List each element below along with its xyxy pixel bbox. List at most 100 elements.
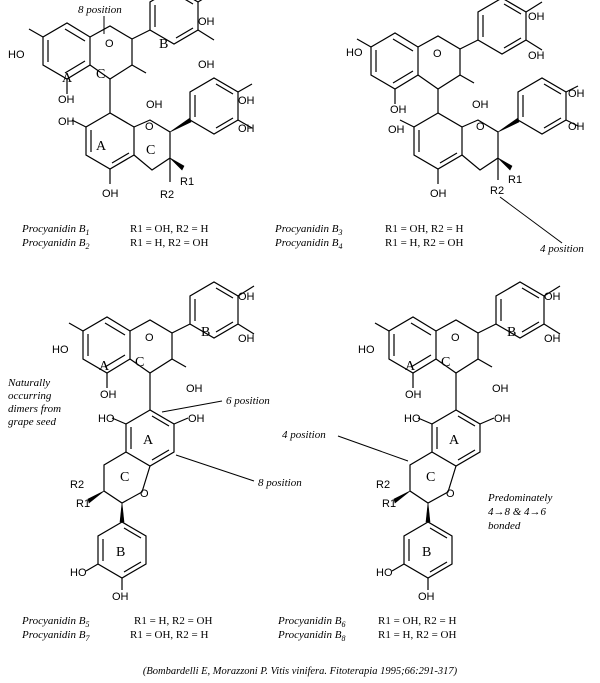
atom-ho: HO [404, 413, 421, 425]
atom-o: O [476, 121, 485, 133]
atom-oh: OH [58, 94, 75, 106]
svg-text:Procyanidin B3: Procyanidin B3 [274, 223, 342, 237]
annotation-4-position-bottom: 4 position [282, 429, 326, 441]
atom-r1: R1 [76, 498, 90, 510]
annotation-predominately-0: Predominately [487, 492, 552, 504]
citation: (Bombardelli E, Morazzoni P. Vitis vinif… [143, 666, 458, 677]
caption-b5-r: R1 = H, R2 = OH [134, 615, 212, 627]
ring-label-a: A [143, 433, 154, 448]
caption-b3-b4: Procyanidin B3 R1 = OH, R2 = H Procyanid… [274, 223, 463, 251]
annotation-naturally-0: Naturally [7, 377, 50, 389]
atom-o: O [145, 332, 154, 344]
ring-label-c: C [135, 355, 144, 370]
atom-o: O [140, 488, 149, 500]
annotation-naturally-1: occurring [8, 390, 52, 402]
annotation-4-position: 4 position [540, 243, 584, 255]
caption-b3-r: R1 = OH, R2 = H [385, 223, 463, 235]
atom-ho: HO [70, 567, 87, 579]
atom-ho: HO [346, 47, 363, 59]
svg-text:Procyanidin B1: Procyanidin B1 [21, 223, 89, 237]
atom-oh: OH [494, 413, 511, 425]
atom-r2: R2 [160, 189, 174, 201]
caption-b1-r: R1 = OH, R2 = H [130, 223, 208, 235]
caption-b6-r: R1 = OH, R2 = H [378, 615, 456, 627]
svg-text:Procyanidin B4: Procyanidin B4 [274, 237, 342, 251]
ring-label-b: B [507, 325, 516, 340]
svg-text:Procyanidin B8: Procyanidin B8 [277, 629, 345, 643]
annotation-naturally-3: grape seed [8, 416, 56, 428]
caption-b8-r: R1 = H, R2 = OH [378, 629, 456, 641]
caption-b5-b7: Procyanidin B5 R1 = H, R2 = OH Procyanid… [21, 615, 212, 643]
atom-oh: OH [58, 116, 75, 128]
atom-oh: OH [405, 389, 422, 401]
caption-b7-r: R1 = OH, R2 = H [130, 629, 208, 641]
ring-label-b: B [159, 37, 168, 52]
svg-text:Procyanidin B5: Procyanidin B5 [21, 615, 89, 629]
atom-oh: OH [238, 123, 255, 135]
atom-oh: OH [568, 121, 585, 133]
atom-oh: OH [198, 59, 215, 71]
atom-ho: HO [358, 344, 375, 356]
atom-oh: OH [544, 291, 561, 303]
atom-o: O [446, 488, 455, 500]
atom-oh: OH [390, 104, 407, 116]
atom-o: O [451, 332, 460, 344]
ring-label-a: A [99, 359, 110, 374]
atom-oh: OH [238, 333, 255, 345]
annotation-8-position: 8 position [78, 4, 122, 16]
svg-text:Procyanidin B2: Procyanidin B2 [21, 237, 89, 251]
annotation-6-position: 6 position [226, 395, 270, 407]
atom-ho: HO [52, 344, 69, 356]
atom-oh: OH [418, 591, 435, 603]
ring-label-b: B [201, 325, 210, 340]
structure-b5-b7: O HO OH OH OH OH A C B HO OH A O C R2 R1… [7, 281, 302, 603]
ring-label-b: B [422, 545, 431, 560]
caption-b1-b2: Procyanidin B1 R1 = OH, R2 = H Procyanid… [21, 223, 208, 251]
atom-oh: OH [238, 95, 255, 107]
atom-oh: OH [528, 11, 545, 23]
atom-oh: OH [146, 99, 163, 111]
atom-oh: OH [102, 188, 119, 200]
ring-label-a: A [62, 71, 73, 86]
atom-o: O [433, 48, 442, 60]
atom-oh: OH [112, 591, 129, 603]
atom-oh: OH [100, 389, 117, 401]
ring-label-c: C [146, 143, 155, 158]
atom-oh: OH [472, 99, 489, 111]
ring-label-c: C [441, 355, 450, 370]
caption-b2-r: R1 = H, R2 = OH [130, 237, 208, 249]
svg-text:Procyanidin B6: Procyanidin B6 [277, 615, 345, 629]
atom-ho: HO [376, 567, 393, 579]
ring-label-a: A [449, 433, 460, 448]
ring-label-a: A [405, 359, 416, 374]
atom-oh: OH [238, 291, 255, 303]
atom-oh: OH [198, 16, 215, 28]
atom-r1: R1 [508, 174, 522, 186]
atom-o: O [105, 38, 114, 50]
structure-b1-b2: O HO OH OH OH OH A C B O OH OH A C OH OH… [8, 0, 255, 201]
atom-oh: OH [430, 188, 447, 200]
atom-o: O [145, 121, 154, 133]
annotation-8-position-mid: 8 position [258, 477, 302, 489]
annotation-naturally-2: dimers from [8, 403, 61, 415]
atom-oh: OH [528, 50, 545, 62]
structure-b6-b8: O HO OH OH OH OH A C B HO OH A O C R2 R1… [282, 281, 561, 603]
ring-label-c: C [96, 67, 105, 82]
annotation-predominately-1: 4→8 & 4→6 [488, 506, 547, 518]
atom-oh: OH [568, 88, 585, 100]
atom-ho: HO [98, 413, 115, 425]
svg-text:Procyanidin B7: Procyanidin B7 [21, 629, 90, 643]
annotation-predominately-2: bonded [488, 520, 521, 532]
ring-label-b: B [116, 545, 125, 560]
caption-b4-r: R1 = H, R2 = OH [385, 237, 463, 249]
atom-r2: R2 [490, 185, 504, 197]
atom-r2: R2 [376, 479, 390, 491]
atom-oh: OH [492, 383, 509, 395]
ring-label-c: C [120, 470, 129, 485]
atom-oh: OH [544, 333, 561, 345]
atom-oh: OH [186, 383, 203, 395]
atom-r1: R1 [382, 498, 396, 510]
structure-b3-b4: O HO OH OH OH OH O OH OH OH OH R1 R2 4 p… [346, 0, 585, 255]
atom-r1: R1 [180, 176, 194, 188]
